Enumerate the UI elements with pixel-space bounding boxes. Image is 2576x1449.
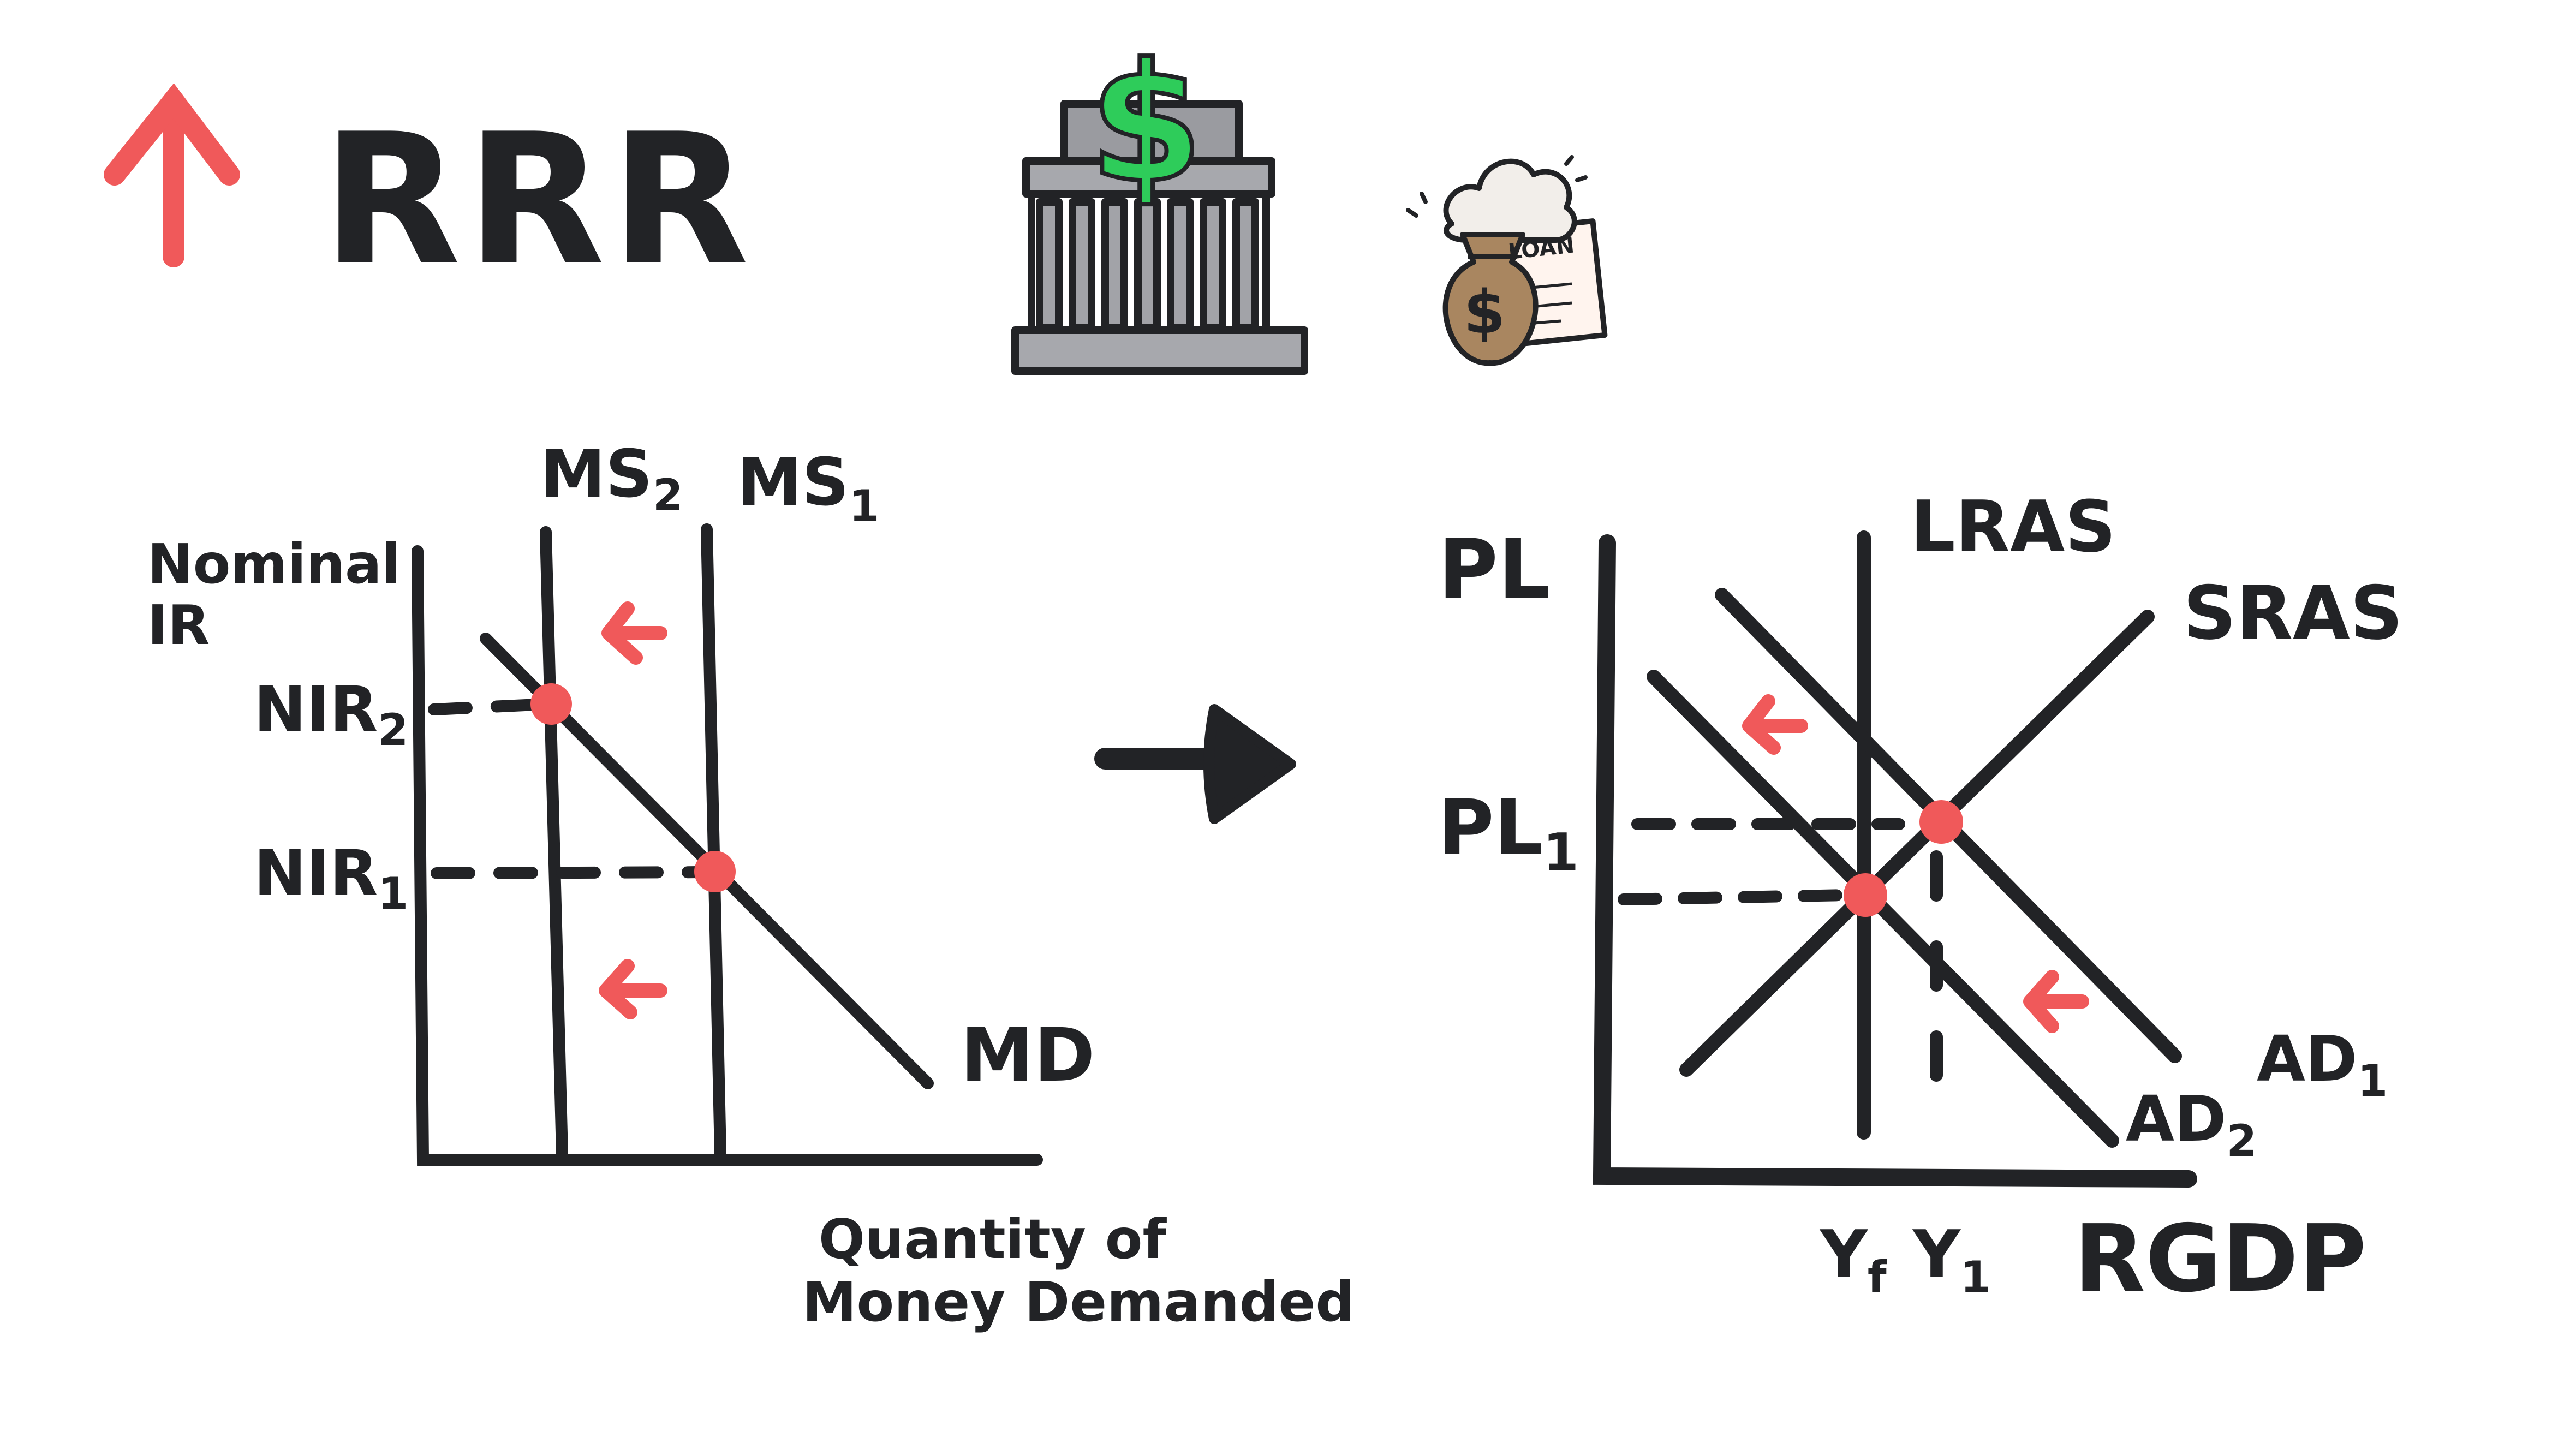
shift-left-arrow-icons <box>599 601 667 1019</box>
ad2-curve <box>1647 670 2119 1148</box>
money-market-graph <box>412 523 1043 1166</box>
pl-axis-label: PL <box>1438 522 1551 617</box>
arrow-right-icon <box>1094 704 1296 824</box>
y-axis-label-nominal: Nominal <box>147 532 401 596</box>
ms2-curve <box>540 526 568 1160</box>
nir2-label: NIR2 <box>254 673 408 755</box>
money-market-axes <box>412 545 1043 1166</box>
ad-as-axes <box>1593 534 2197 1188</box>
x-axis-label-quantity: Quantity of <box>819 1207 1167 1271</box>
pl1-label: PL1 <box>1438 784 1579 883</box>
md-label: MD <box>961 1012 1095 1098</box>
title-rrr: RRR <box>322 95 754 305</box>
sparkle-marks <box>1406 155 1588 218</box>
dollar-sign: $ <box>1089 28 1203 219</box>
money-bag-loan-icon <box>1442 158 1608 366</box>
ms1-curve <box>701 523 726 1160</box>
yf-label: Yf <box>1819 1217 1887 1303</box>
y-axis-label-ir: IR <box>147 593 210 657</box>
bank-building-icon <box>1011 100 1308 375</box>
equilibrium-point-new <box>1844 873 1887 917</box>
sras-label: SRAS <box>2183 570 2403 656</box>
sras-curve <box>1679 610 2155 1077</box>
equilibrium-point-nir1 <box>694 851 736 892</box>
bag-dollar-sign: $ <box>1464 277 1506 347</box>
lras-label: LRAS <box>1910 485 2116 568</box>
money-supply-curves <box>540 523 726 1160</box>
rgdp-label: RGDP <box>2074 1205 2366 1313</box>
x-axis-label-money: Money Demanded <box>802 1270 1355 1334</box>
ad2-label: AD2 <box>2126 1083 2257 1166</box>
equilibrium-point-initial <box>1919 800 1963 844</box>
rate-dashes <box>428 698 721 879</box>
equilibrium-point-nir2 <box>530 683 572 725</box>
ad-shift-left-arrow-icons <box>1742 694 2089 1033</box>
nir1-label: NIR1 <box>254 837 408 919</box>
ad-as-graph <box>1593 530 2197 1188</box>
y1-label: Y1 <box>1912 1217 1991 1303</box>
ms1-label: MS1 <box>737 445 880 532</box>
ms2-label: MS2 <box>540 437 683 521</box>
up-arrow-icon <box>104 83 240 267</box>
price-level-dashes <box>1618 818 1905 905</box>
ad1-label: AD1 <box>2257 1023 2388 1106</box>
